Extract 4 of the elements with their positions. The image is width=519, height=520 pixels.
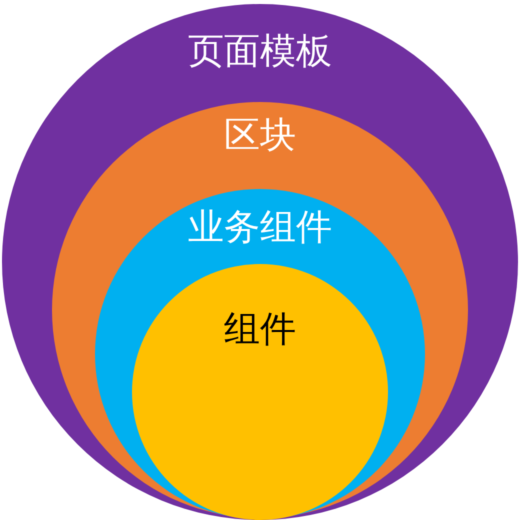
circle-label: 区块 (224, 116, 296, 156)
circle-label: 业务组件 (188, 208, 332, 248)
circle-label: 组件 (224, 310, 296, 350)
circle-label: 页面模板 (188, 32, 332, 72)
